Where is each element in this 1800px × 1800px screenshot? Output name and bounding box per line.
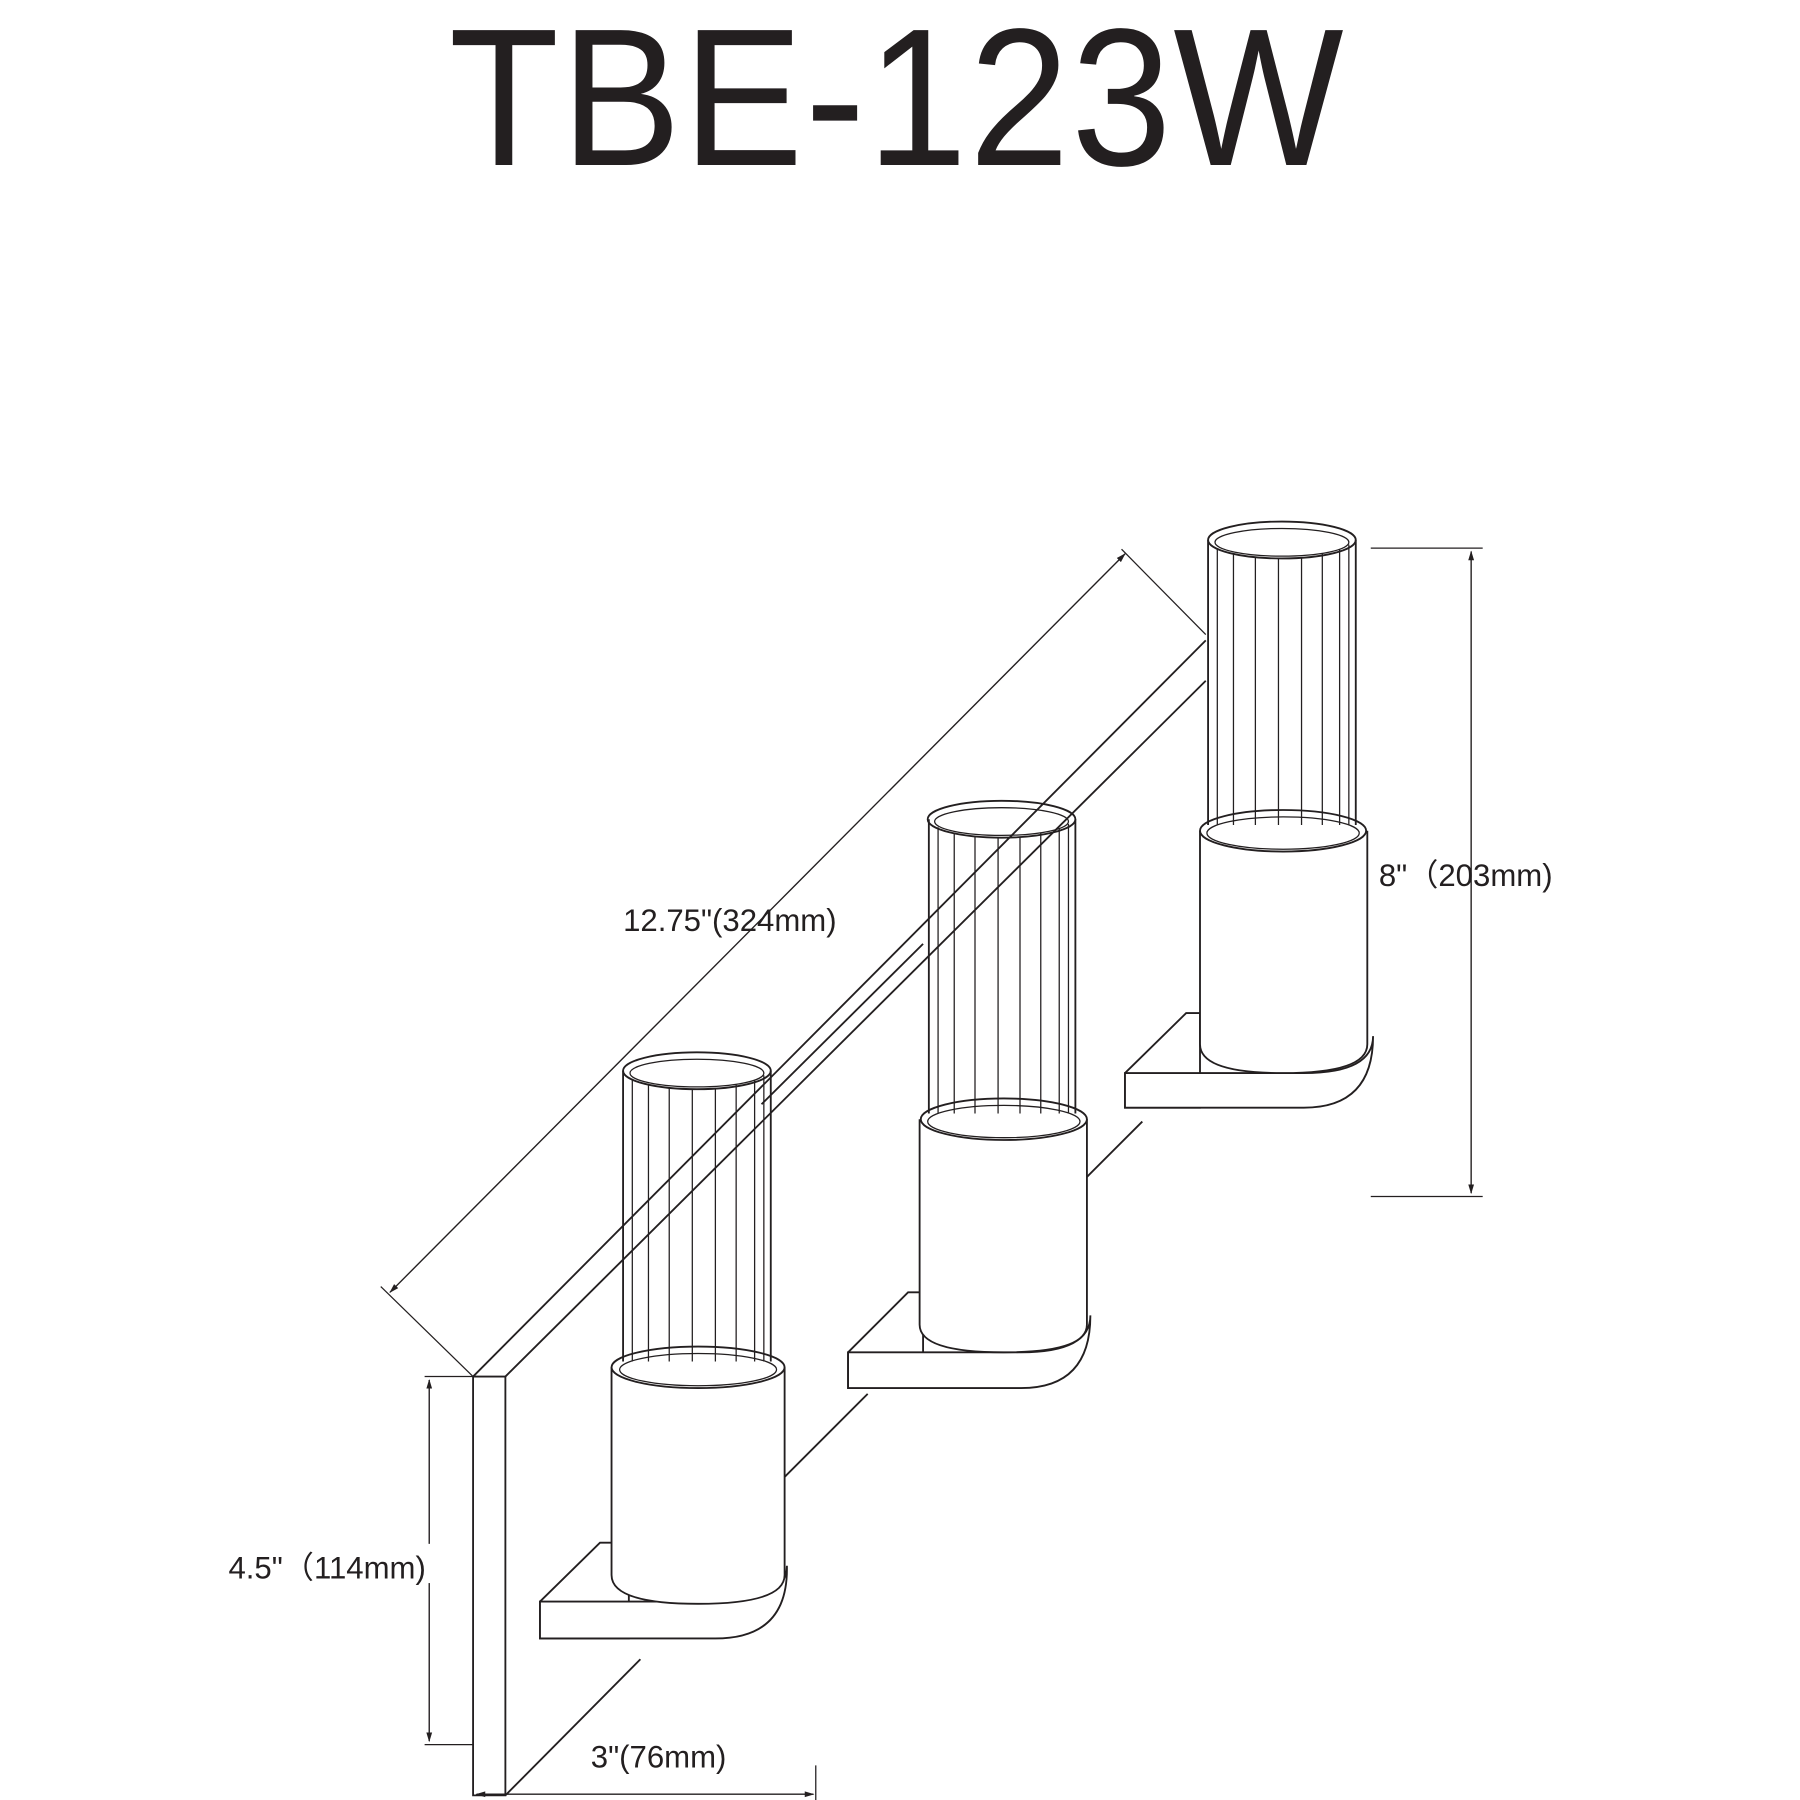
lamp-3 <box>1124 520 1374 1109</box>
extension-dimension <box>475 1765 817 1800</box>
lamp-1 <box>539 1051 788 1640</box>
length-label: 12.75"(324mm) <box>623 903 837 938</box>
extension-label: 3"(76mm) <box>591 1740 727 1775</box>
length-dimension <box>380 548 1207 1377</box>
model-title: TBE-123W <box>448 0 1346 207</box>
height-dimension <box>1370 547 1483 1198</box>
backplate-height-label: 4.5"（114mm) <box>228 1550 425 1585</box>
lamp-2 <box>847 799 1092 1389</box>
height-label: 8"（203mm) <box>1379 858 1553 893</box>
